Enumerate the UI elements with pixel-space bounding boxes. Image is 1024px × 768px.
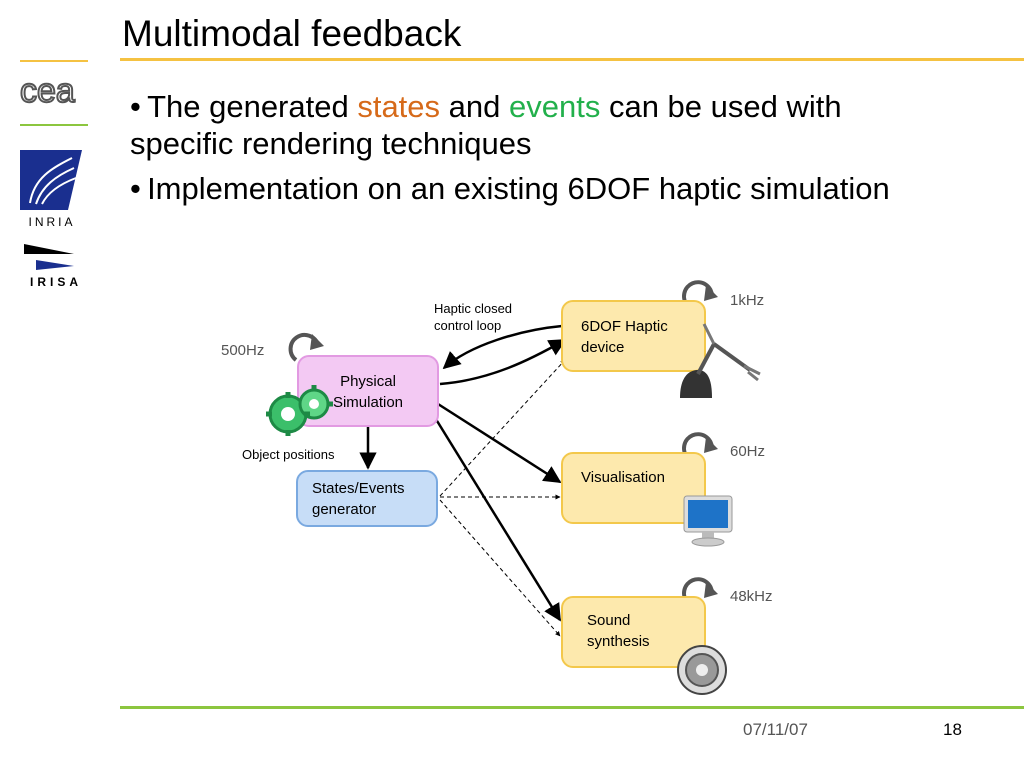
arrow-sim-to-haptic xyxy=(439,338,567,386)
page-number: 18 xyxy=(943,720,962,739)
bullet-1-middle: and xyxy=(440,89,509,124)
rate-label-physical: 500Hz xyxy=(221,342,265,359)
haptic-arm-icon xyxy=(680,323,761,398)
title-rule xyxy=(120,58,1024,61)
haptic-loop-label: Haptic closed control loop xyxy=(434,301,513,333)
bullet-1-prefix: The generated xyxy=(147,89,358,124)
slide-title: Multimodal feedback xyxy=(122,13,462,54)
cea-logo: cea xyxy=(19,74,76,110)
states-keyword: states xyxy=(357,89,441,124)
arrow-sim-to-sound xyxy=(432,415,562,622)
gears-icon xyxy=(266,385,333,436)
bullet-2-text: Implementation on an existing 6DOF hapti… xyxy=(147,171,890,206)
dashed-gen-to-haptic xyxy=(439,359,566,497)
rate-label-haptic: 1kHz xyxy=(730,292,765,309)
footer-date: 07/11/07 xyxy=(743,720,808,739)
footer-rule xyxy=(120,706,1024,709)
inria-logo: INRIA xyxy=(20,150,82,229)
bullet-1-suffix: can be used with specific rendering tech… xyxy=(130,89,842,161)
irisa-logo: IRISA xyxy=(24,244,82,289)
states-events-generator-box: States/Events generator xyxy=(296,470,438,527)
object-positions-label: Object positions xyxy=(242,447,335,462)
bullet-item-1: • The generated states and events can be… xyxy=(130,89,842,161)
bullet-item-2: • Implementation on an existing 6DOF hap… xyxy=(130,171,890,206)
arrow-sim-to-visual xyxy=(437,402,562,484)
cea-logo-text: cea xyxy=(20,74,75,110)
visualisation-box: Visualisation xyxy=(561,452,706,524)
bullet-list: • The generated states and events can be… xyxy=(130,88,930,215)
speaker-icon xyxy=(677,645,727,695)
logo-divider-top xyxy=(20,60,88,62)
arrow-haptic-to-sim xyxy=(442,324,563,370)
irisa-logo-text: IRISA xyxy=(30,275,82,289)
inria-logo-text: INRIA xyxy=(28,215,75,229)
logo-divider-bottom xyxy=(20,124,88,126)
dashed-gen-to-sound xyxy=(439,499,561,637)
events-keyword: events xyxy=(509,89,601,124)
haptic-device-box: 6DOF Haptic device xyxy=(561,300,706,372)
monitor-icon xyxy=(683,495,733,547)
rate-label-visual: 60Hz xyxy=(730,443,766,460)
rate-label-sound: 48kHz xyxy=(730,588,773,605)
